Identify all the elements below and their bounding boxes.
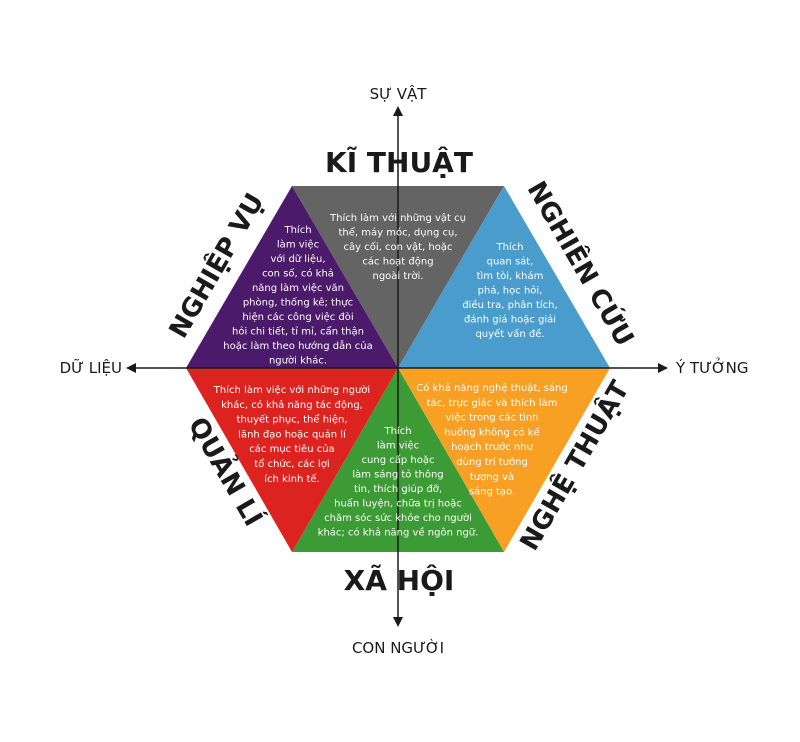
axis-label-right: Ý TƯỞNG (675, 357, 749, 377)
desc-line: tác, trực giác và thích làm (427, 397, 558, 409)
desc-line: Có khả năng nghệ thuật, sáng (416, 382, 567, 394)
desc-line: điều tra, phân tích, (462, 299, 557, 311)
desc-line: Thích làm việc với những người (213, 384, 370, 396)
axis-label-left: DỮ LIỆU (60, 358, 122, 377)
desc-line: cây cối, con vật, hoặc (343, 241, 452, 253)
desc-line: huấn luyện, chữa trị hoặc (334, 498, 462, 510)
desc-line: làm sáng tỏ thông (352, 469, 443, 481)
desc-nghe-thuat: Có khả năng nghệ thuật, sáng tác, trực gi… (416, 382, 567, 498)
axis-label-bottom: CON NGƯỜI (352, 638, 444, 657)
desc-line: cung cấp hoặc (362, 454, 435, 466)
axis-label-top: SỰ VẬT (370, 84, 428, 103)
desc-line: với dữ liệu, (270, 253, 325, 265)
title-ki-thuat: KĨ THUẬT (325, 145, 473, 179)
desc-line: hoặc làm theo hướng dẫn của (223, 339, 372, 352)
sector-nghien-cuu-triangle (398, 186, 610, 368)
desc-line: các hoạt động (362, 256, 433, 268)
desc-line: huống không có kế (444, 426, 540, 438)
desc-quan-li: Thích làm việc với những người khác, có k… (213, 384, 370, 485)
desc-line: việc trong các tình (446, 412, 539, 424)
desc-line: phòng, thống kê; thực (243, 297, 353, 309)
desc-nghiep-vu: Thích làm việc với dữ liệu, con số, có khả n… (223, 224, 372, 367)
desc-line: năng làm việc văn (252, 282, 344, 294)
desc-line: phá, học hỏi, (478, 285, 543, 297)
desc-line: đánh giá hoặc giải (464, 314, 556, 326)
desc-line: quyết vấn đề. (475, 328, 544, 340)
desc-line: khác; có khả năng về ngôn ngữ. (318, 527, 479, 539)
sector-quan-li-triangle (186, 368, 398, 552)
desc-line: ngoài trời. (373, 270, 424, 282)
desc-line: Thích (283, 224, 311, 236)
desc-line: tượng và (470, 471, 514, 483)
desc-line: hỏi chi tiết, tỉ mỉ, cẩn thận (232, 325, 364, 338)
desc-line: thể, máy móc, dụng cụ, (338, 226, 457, 239)
desc-line: con số, có khả (262, 268, 334, 280)
desc-line: ích kinh tế. (264, 473, 319, 485)
desc-line: hiện các công việc đòi (242, 311, 353, 323)
desc-xa-hoi: Thích làm việc cung cấp hoặc làm sáng tỏ th… (318, 425, 479, 539)
desc-line: tin, thích giúp đỡ, (354, 483, 442, 495)
desc-line: tổ chức, các lợi (254, 457, 329, 470)
sector-nghiep-vu-triangle (186, 186, 398, 368)
desc-line: Thích làm với những vật cụ (329, 212, 466, 224)
desc-line: chăm sóc sức khỏe cho người (324, 512, 472, 524)
desc-nghien-cuu: Thích quan sát, tìm tòi, khám phá, học hỏi,… (462, 241, 557, 340)
desc-line: hoạch trước như (451, 441, 533, 453)
desc-line: các mục tiêu của (249, 443, 334, 455)
desc-line: thuyết phục, thể hiện, (236, 413, 347, 426)
axes (126, 106, 668, 627)
desc-line: khác, có khả năng tác động, (221, 399, 363, 411)
desc-line: sáng tạo. (469, 486, 515, 498)
desc-line: quan sát, (487, 256, 534, 268)
desc-line: làm việc (377, 440, 419, 452)
sector-nghe-thuat-triangle (398, 368, 610, 552)
desc-line: tìm tòi, khám (477, 270, 544, 282)
title-xa-hoi: XÃ HỘI (344, 563, 455, 597)
desc-ki-thuat: Thích làm với những vật cụ thể, máy móc, … (329, 212, 466, 282)
desc-line: lãnh đạo hoặc quản lí (238, 428, 347, 440)
desc-line: dùng trí tưởng (456, 456, 528, 468)
desc-line: Thích (383, 425, 411, 437)
desc-line: Thích (495, 241, 523, 253)
desc-line: người khác. (269, 355, 327, 367)
desc-line: làm việc (277, 239, 319, 251)
